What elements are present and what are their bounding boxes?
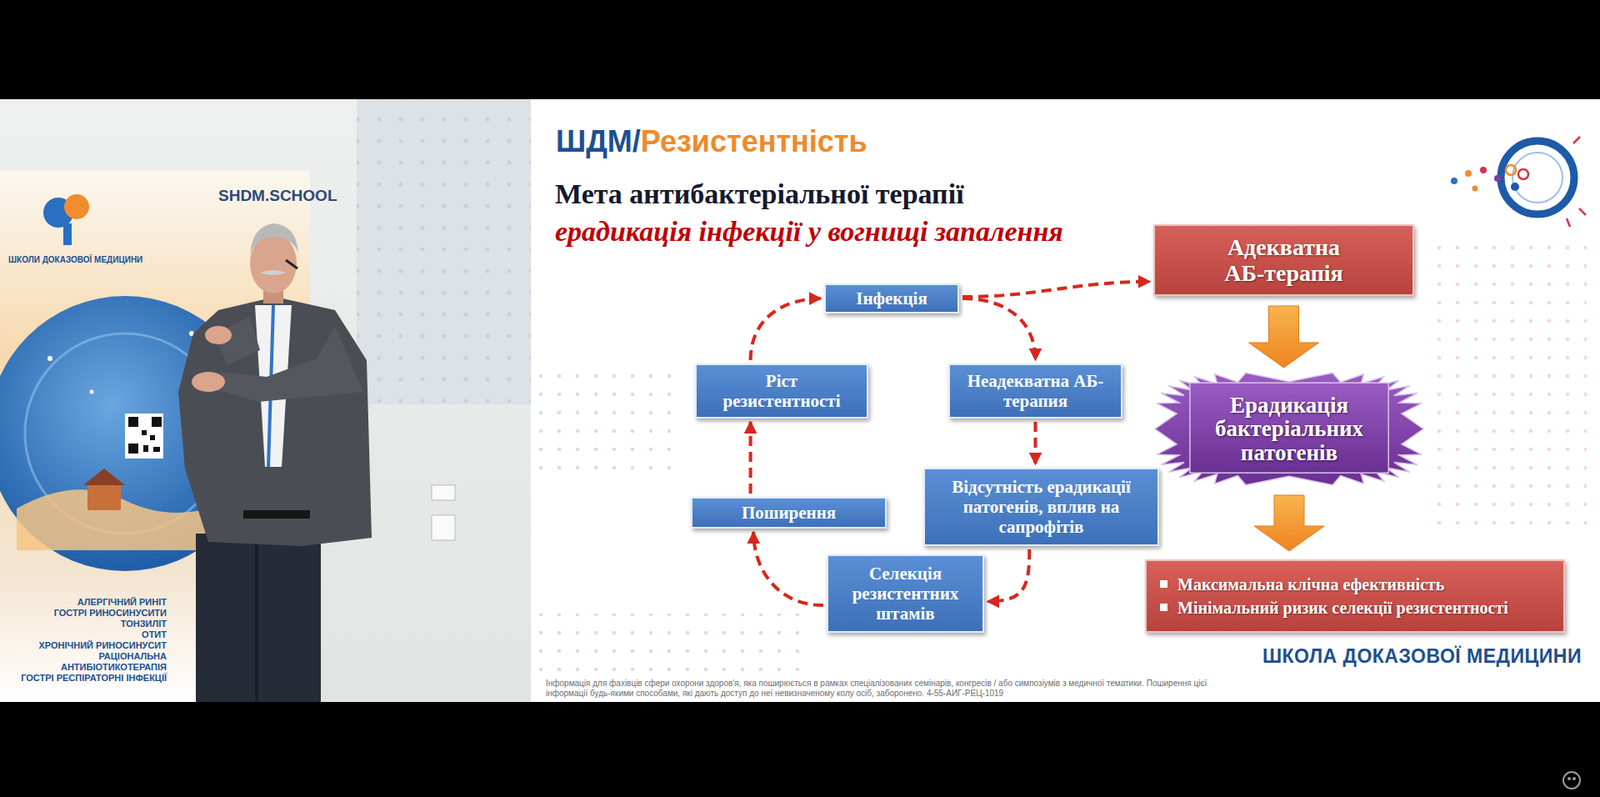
presenter-photo bbox=[0, 99, 531, 702]
trousers bbox=[255, 541, 259, 702]
school-name: ШКОЛА ДОКАЗОВОЇ МЕДИЦИНИ bbox=[1262, 645, 1582, 669]
process-box: Інфекція bbox=[824, 283, 960, 314]
school-logo bbox=[1450, 136, 1586, 227]
logo-ring bbox=[1500, 140, 1575, 215]
node-text: Інфекція bbox=[855, 288, 928, 309]
banner-topic: РАЦІОНАЛЬНА АНТИБІОТИКОТЕРАПІЯ bbox=[3, 650, 167, 673]
dashed-arrow bbox=[1034, 421, 1038, 465]
channel-icon bbox=[1572, 776, 1576, 780]
wall-socket bbox=[431, 515, 455, 540]
logo-dot bbox=[1510, 182, 1520, 191]
node-text: Ерадикація бактеріальних патогенів bbox=[1195, 393, 1384, 465]
headset-mic bbox=[285, 260, 298, 269]
banner-logo bbox=[63, 223, 72, 245]
slide-subheading: ерадикація інфекції у вогнищі запалення bbox=[555, 215, 1064, 250]
dot-pattern bbox=[1435, 238, 1587, 539]
banner-topic: АЛЕРГІЧНИЙ РИНІТ bbox=[3, 596, 167, 608]
logo-dot bbox=[1472, 185, 1479, 192]
logo-dot bbox=[1505, 165, 1516, 175]
slide-ground bbox=[530, 99, 1600, 702]
list-item-text: Мінімальний ризик селекції резистентност… bbox=[1177, 597, 1509, 618]
node-text: Селекція резистентних штамів bbox=[835, 563, 976, 624]
trousers bbox=[195, 533, 321, 702]
dot-pattern bbox=[538, 613, 814, 672]
outcome-list-box: Максимальна клічна ефективністьМінімальн… bbox=[1145, 559, 1565, 633]
hand bbox=[205, 325, 232, 345]
banner-topic: ГОСТРІ РИНОСИНУСИТИ bbox=[3, 607, 167, 619]
logo-dot bbox=[1518, 169, 1529, 180]
block-arrow bbox=[1249, 305, 1320, 368]
jacket bbox=[178, 296, 372, 546]
logo-dot bbox=[1494, 175, 1501, 182]
slide-header-row: ШДМ/Резистентність bbox=[555, 125, 868, 159]
starburst-box: Ерадикація бактеріальних патогенів bbox=[1155, 372, 1424, 485]
logo-dot bbox=[1480, 166, 1487, 174]
therapy-box: Адекватна АБ-терапія bbox=[1153, 224, 1415, 296]
banner-topic: ХРОНІЧНИЙ РИНОСИНУСИТ bbox=[3, 640, 167, 651]
banner-topic: ТОНЗИЛІТ bbox=[3, 618, 167, 630]
dashed-arrow bbox=[753, 531, 824, 605]
banner-topic-list: АЛЕРГІЧНИЙ РИНІТГОСТРІ РИНОСИНУСИТИТОНЗИ… bbox=[3, 596, 167, 684]
projection-screen bbox=[356, 99, 531, 405]
process-box: Поширення bbox=[690, 496, 887, 529]
banner-brand: SHDM.SCHOOL bbox=[218, 186, 338, 206]
section-prefix: ШДМ/ bbox=[555, 125, 641, 159]
hair bbox=[250, 223, 299, 255]
qr-code bbox=[128, 416, 162, 454]
process-box: Селекція резистентних штамів bbox=[826, 554, 985, 633]
node-text: Відсутність ерадикації патогенів, вплив … bbox=[931, 476, 1151, 537]
starburst-outline bbox=[1155, 372, 1424, 485]
logo-dot bbox=[1450, 177, 1458, 185]
process-box: Ріст резистентності bbox=[695, 363, 869, 419]
starburst-core bbox=[1190, 382, 1389, 473]
section-name: Резистентність bbox=[640, 125, 868, 159]
list-bullet bbox=[1160, 580, 1168, 588]
hand bbox=[191, 371, 225, 392]
list-bullet bbox=[1160, 603, 1168, 611]
banner-house bbox=[83, 468, 125, 485]
qr-code bbox=[125, 413, 164, 459]
slide-heading: Мета антибактеріальної терапії bbox=[555, 177, 965, 212]
dashed-arrow bbox=[749, 421, 753, 494]
list-row: Максимальна клічна ефективність bbox=[1160, 574, 1445, 595]
banner-topic: ГОСТРІ РЕСПІРАТОРНІ ІНФЕКЦІЇ bbox=[3, 672, 167, 684]
block-arrow bbox=[1254, 495, 1325, 551]
banner-school-name: ШКОЛИ ДОКАЗОВОЇ МЕДИЦИНИ bbox=[8, 255, 143, 265]
channel-icon bbox=[1567, 776, 1571, 780]
node-text: Поширення bbox=[741, 502, 836, 523]
banner-logo bbox=[64, 194, 90, 220]
logo-ring bbox=[1512, 152, 1563, 203]
logo-dot bbox=[1465, 170, 1472, 177]
banner-star bbox=[90, 390, 95, 395]
dashed-arrow bbox=[962, 298, 1036, 360]
node-text: Ріст резистентності bbox=[708, 370, 855, 411]
dashed-arrow bbox=[962, 281, 1150, 297]
node-text: Адекватна АБ-терапія bbox=[1214, 234, 1354, 287]
legal-footnote: Інформація для фахівців сфери охорони зд… bbox=[545, 678, 1213, 699]
dashed-arrow bbox=[987, 549, 1030, 601]
node-text: Неадекватна АБ-терапия bbox=[956, 370, 1115, 411]
moustache bbox=[260, 270, 287, 275]
banner-topic: ОТИТ bbox=[3, 629, 167, 640]
belt bbox=[243, 510, 310, 519]
process-box: Неадекватна АБ-терапия bbox=[948, 363, 1123, 419]
list-item-text: Максимальна клічна ефективність bbox=[1177, 574, 1445, 595]
banner-house bbox=[87, 483, 121, 510]
list-row: Мінімальний ризик селекції резистентност… bbox=[1160, 597, 1509, 618]
screen-dots bbox=[356, 99, 531, 405]
banner-star bbox=[47, 355, 53, 361]
process-box: Відсутність ерадикації патогенів, вплив … bbox=[923, 467, 1160, 546]
wall-socket bbox=[431, 485, 455, 500]
channel-icon bbox=[1563, 771, 1580, 789]
dot-pattern bbox=[538, 366, 682, 484]
logo-mark bbox=[1566, 136, 1586, 227]
dashed-arrow bbox=[750, 298, 821, 360]
